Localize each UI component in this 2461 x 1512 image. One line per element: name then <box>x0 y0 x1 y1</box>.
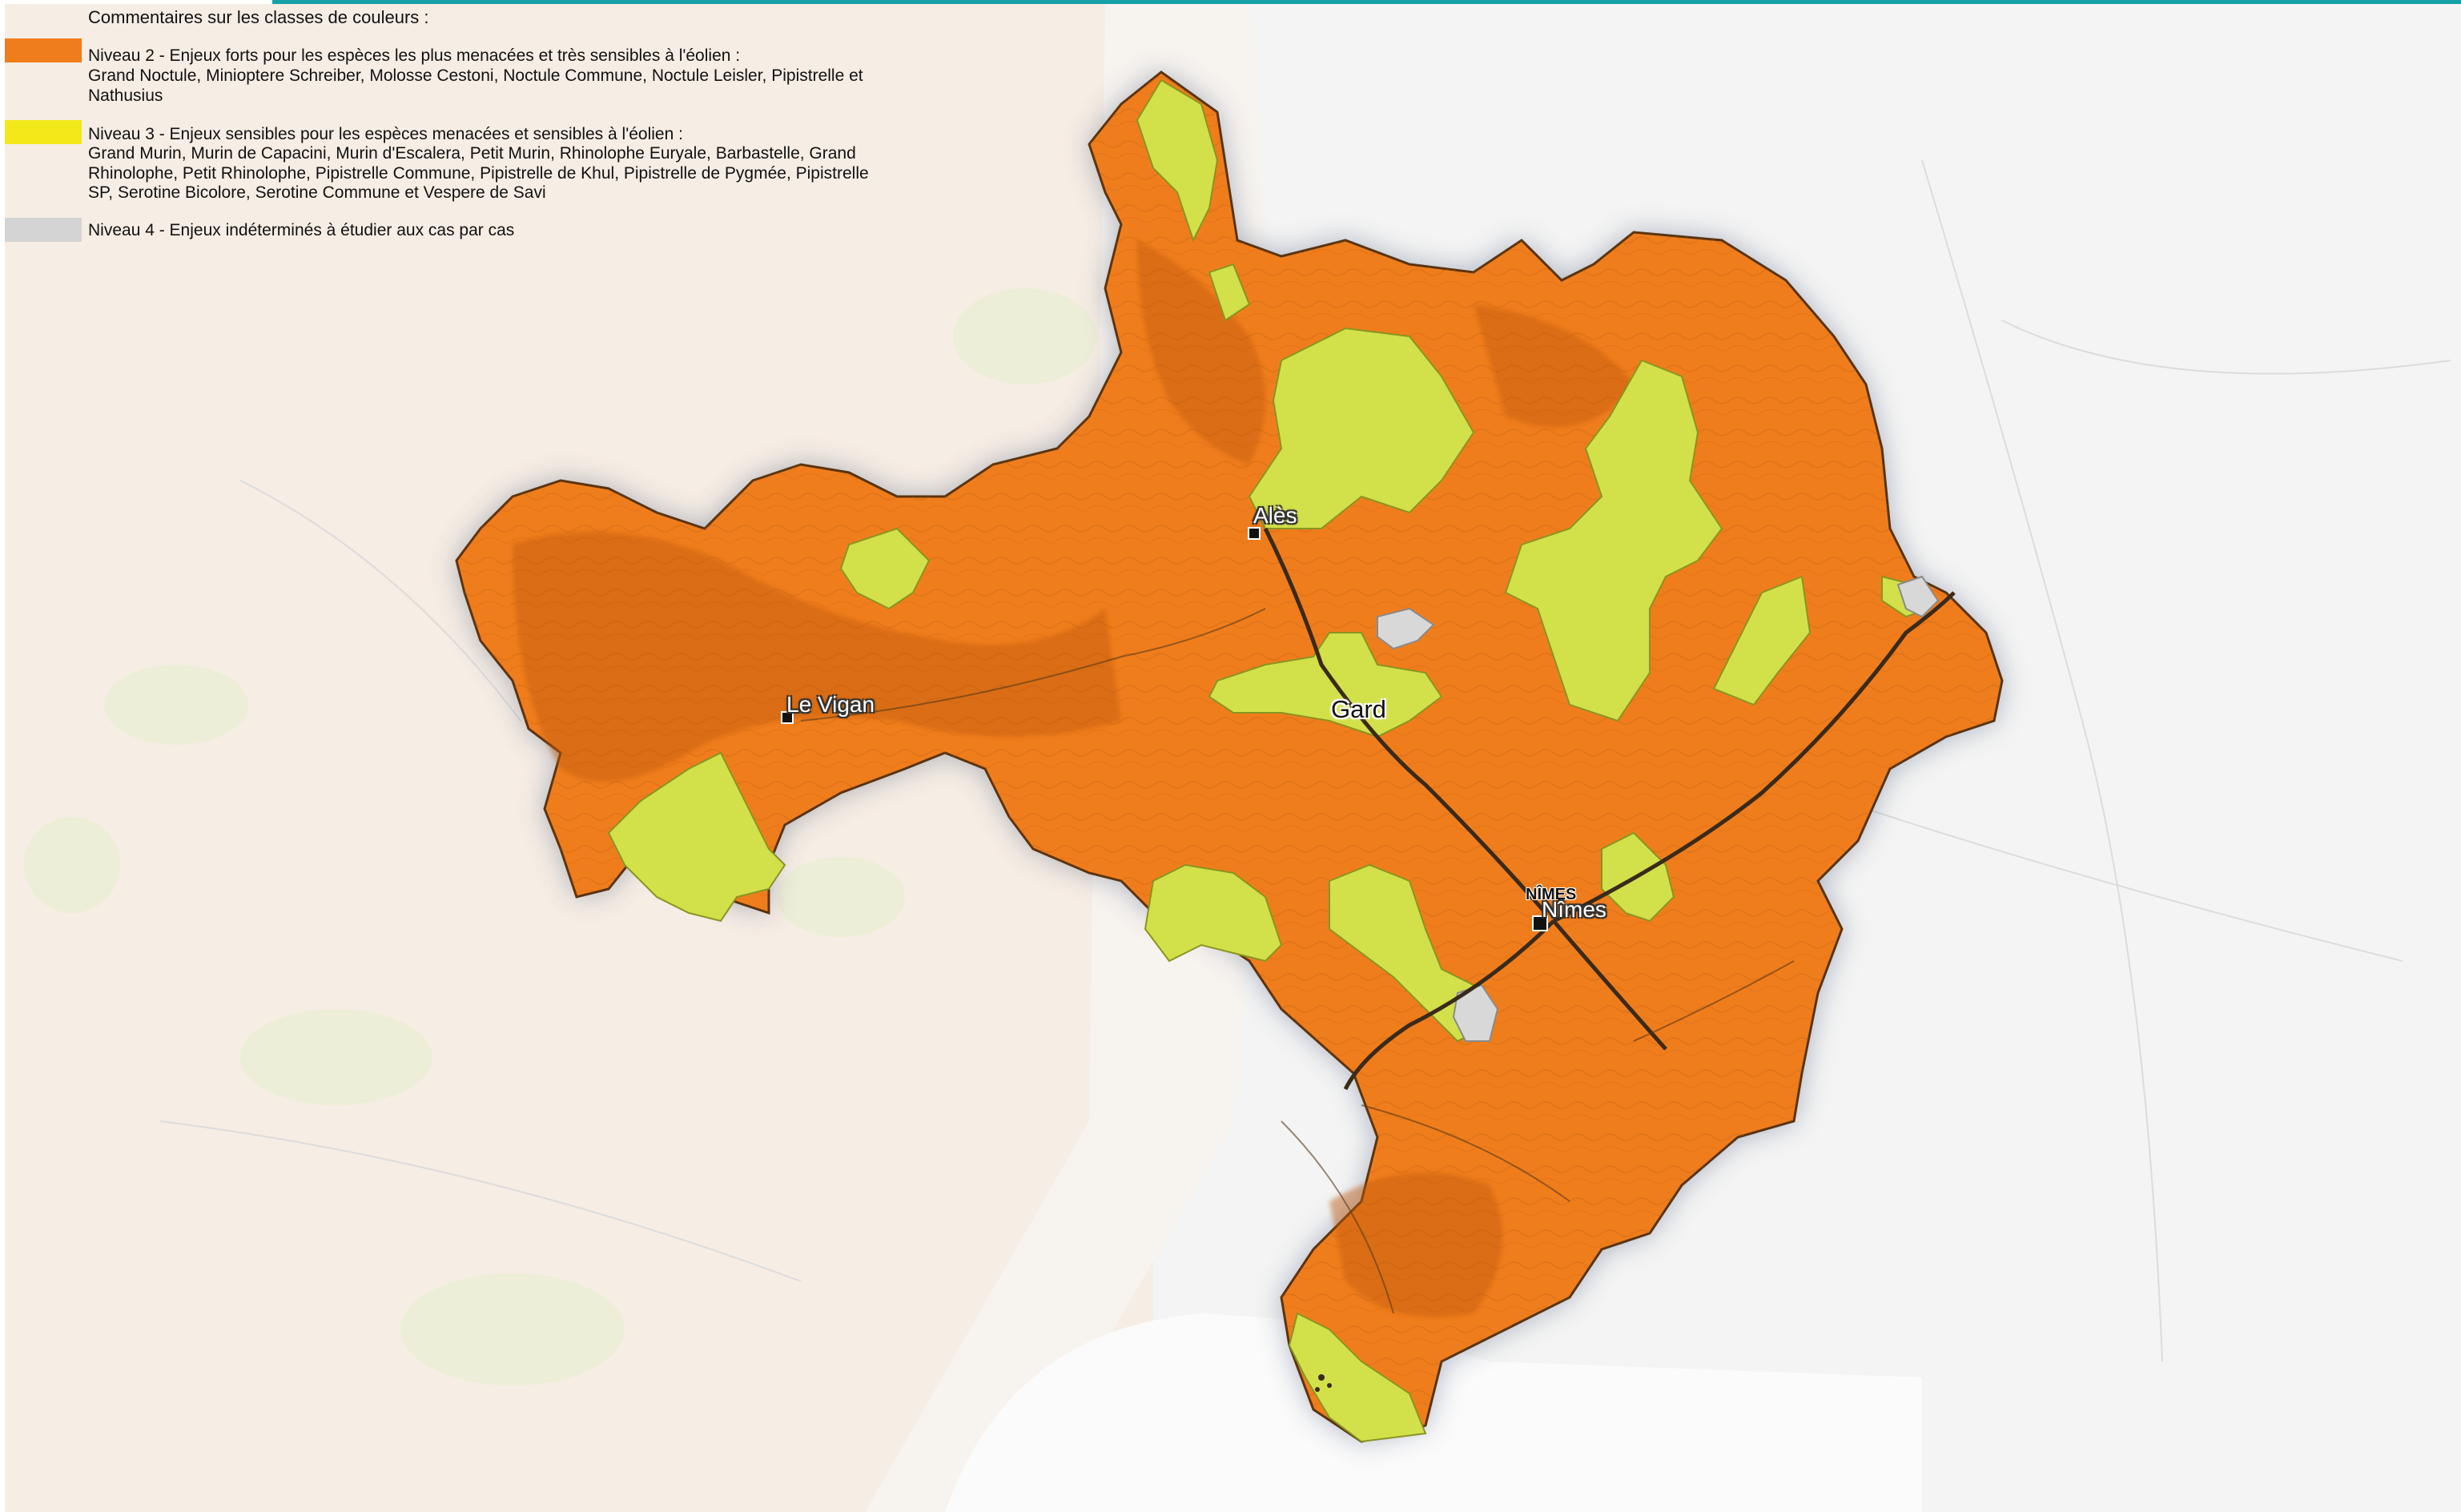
frame-top-left <box>0 0 272 4</box>
zones-niveau-3[interactable] <box>607 78 1932 1443</box>
basemap-roads <box>159 159 2451 1362</box>
lagoon-marks <box>1315 1374 1332 1392</box>
zone-niveau-4-2 <box>1452 983 1499 1042</box>
zone-niveau-3-south-1 <box>1144 863 1283 963</box>
main-roads <box>1263 527 1956 1091</box>
secondary-roads <box>800 608 1795 1314</box>
legend-label-niveau-2: Niveau 2 - Enjeux forts pour les espèces… <box>88 46 741 65</box>
zone-niveau-3-uzes <box>1504 359 1723 722</box>
zone-niveau-4-3 <box>1896 575 1940 618</box>
frame-top-bar <box>272 0 2461 4</box>
legend-desc-niveau-2: Grand Noctule, Minioptere Schreiber, Mol… <box>88 66 863 105</box>
place-label-le-vigan[interactable]: Le Vigan <box>786 692 875 717</box>
le-vigan-marker <box>781 711 794 724</box>
ales-marker <box>1248 527 1261 540</box>
frame-left <box>0 0 5 1512</box>
relief-shading <box>513 240 1634 1317</box>
zone-niveau-3-west <box>839 527 931 610</box>
legend-swatch-niveau-2 <box>5 38 82 62</box>
legend-desc-niveau-3: Grand Murin, Murin de Capacini, Murin d'… <box>88 144 869 202</box>
place-label-nimes[interactable]: Nîmes <box>1542 897 1606 922</box>
nimes-marker <box>1532 915 1548 931</box>
sea <box>945 1313 1922 1512</box>
zone-niveau-3-coast <box>1288 1312 1427 1443</box>
basemap-greens <box>24 288 1097 1385</box>
zone-niveau-3-southwest <box>607 751 786 923</box>
legend-label-niveau-3: Niveau 3 - Enjeux sensibles pour les esp… <box>88 125 683 143</box>
zone-niveau-3-east <box>1712 575 1812 706</box>
zone-niveau-3-gard <box>1208 632 1443 738</box>
zone-niveau-3-north <box>1136 78 1219 243</box>
zone-niveau-3-ales <box>1248 327 1475 529</box>
legend-swatch-niveau-4 <box>5 218 82 242</box>
legend-swatch-niveau-3 <box>5 120 82 144</box>
legend: Commentaires sur les classes de couleurs… <box>0 0 897 256</box>
place-label-ales[interactable]: Alès <box>1253 503 1297 528</box>
place-label-nimes-caps: NÎMES <box>1526 886 1577 903</box>
zones-niveau-4[interactable] <box>1377 575 1940 1042</box>
zone-niveau-3-north-small <box>1208 263 1251 322</box>
legend-title: Commentaires sur les classes de couleurs… <box>88 7 429 27</box>
place-label-gard[interactable]: Gard <box>1331 695 1386 723</box>
zone-niveau-4-1 <box>1377 607 1435 650</box>
legend-label-niveau-4: Niveau 4 - Enjeux indéterminés à étudier… <box>88 221 515 239</box>
